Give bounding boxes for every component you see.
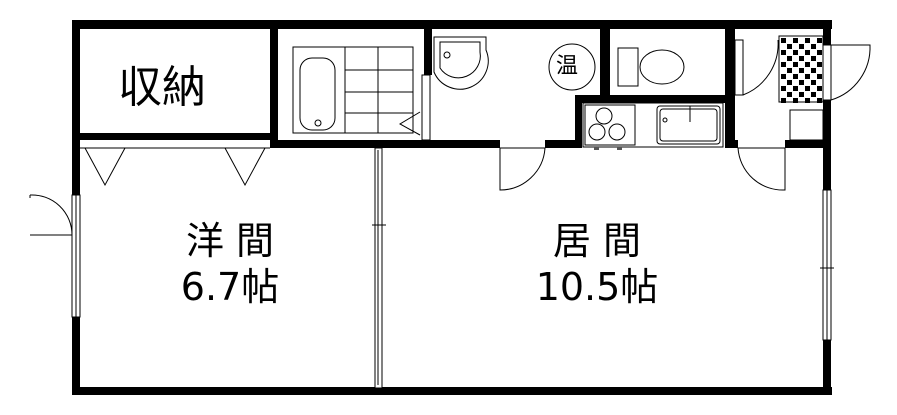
shoe-cabinet-check (817, 74, 822, 79)
wall-toilet-entrance (725, 20, 735, 148)
shoe-cabinet-check (787, 68, 792, 73)
wall-storage-bath (270, 20, 278, 148)
shoe-cabinet-check (811, 92, 816, 97)
shoe-cabinet-check (781, 62, 786, 67)
door-entrance-hall (737, 147, 786, 191)
shoe-cabinet-check (781, 50, 786, 55)
shoe-cabinet-check (787, 80, 792, 85)
shoe-cabinet-check (793, 98, 798, 103)
shoe-cabinet-check (781, 38, 786, 43)
shoe-cabinet-check (817, 98, 822, 103)
shoe-cabinet-check (793, 86, 798, 91)
living-room-size: 10.5帖 (535, 265, 659, 309)
shoe-cabinet-check (817, 38, 822, 43)
shoe-cabinet-check (781, 98, 786, 103)
bath-door (421, 74, 431, 141)
shoe-cabinet-check (787, 92, 792, 97)
shoe-cabinet-check (817, 86, 822, 91)
shoe-cabinet-check (793, 50, 798, 55)
shoe-cabinet-check (799, 68, 804, 73)
shoe-cabinet-check (799, 92, 804, 97)
washbasin (433, 36, 489, 90)
wall-upper-bottom-4 (785, 140, 825, 148)
wall-kitchen-left (575, 95, 582, 148)
shoe-cabinet-check (787, 44, 792, 49)
water-heater-icon (548, 43, 596, 91)
shoe-cabinet-check (781, 86, 786, 91)
shoe-cabinet-check (793, 38, 798, 43)
shoe-cabinet-check (805, 74, 810, 79)
closet-doors (84, 147, 266, 187)
shoe-cabinet-check (805, 98, 810, 103)
wall-upper-bottom-2 (545, 140, 582, 148)
door-washroom (499, 147, 546, 191)
shoe-cabinet-check (799, 44, 804, 49)
western-room-name: 洋 間 (185, 219, 275, 263)
shoe-cabinet-check (799, 80, 804, 85)
kitchen-counter (582, 102, 724, 148)
shoe-cabinet-check (811, 44, 816, 49)
door-left-swing (29, 194, 73, 236)
front-door (830, 44, 871, 101)
shoe-cabinet-check (799, 56, 804, 61)
shoe-cabinet-check (793, 62, 798, 67)
wall-top (72, 20, 832, 29)
shoe-cabinet-check (793, 74, 798, 79)
shoe-cabinet-check (787, 56, 792, 61)
living-room-name: 居 間 (552, 219, 642, 263)
wall-storage-bottom (72, 133, 278, 140)
storage-label: 収納 (118, 62, 206, 113)
toilet (617, 47, 685, 87)
shoe-cabinet-check (805, 50, 810, 55)
wall-bath-wash (424, 20, 432, 75)
western-room-size: 6.7帖 (180, 265, 280, 309)
water-heater-label: 温 (556, 54, 579, 79)
wall-bottom (72, 387, 832, 395)
wall-wash-toilet (600, 20, 610, 100)
shoe-cabinet-check (817, 50, 822, 55)
shoe-cabinet (778, 35, 824, 103)
shoe-cabinet-check (811, 68, 816, 73)
door-toilet (742, 39, 779, 96)
shoe-cabinet-check (805, 38, 810, 43)
bathtub (292, 46, 421, 136)
wall-upper-bottom-1 (270, 140, 500, 148)
wall-kitchen-top (575, 95, 735, 103)
shoe-cabinet-check (805, 62, 810, 67)
shoe-cabinet-check (817, 62, 822, 67)
shoe-cabinet-check (781, 74, 786, 79)
shoe-cabinet-check (805, 86, 810, 91)
shoe-cabinet-check (811, 56, 816, 61)
shoe-cabinet-check (811, 80, 816, 85)
